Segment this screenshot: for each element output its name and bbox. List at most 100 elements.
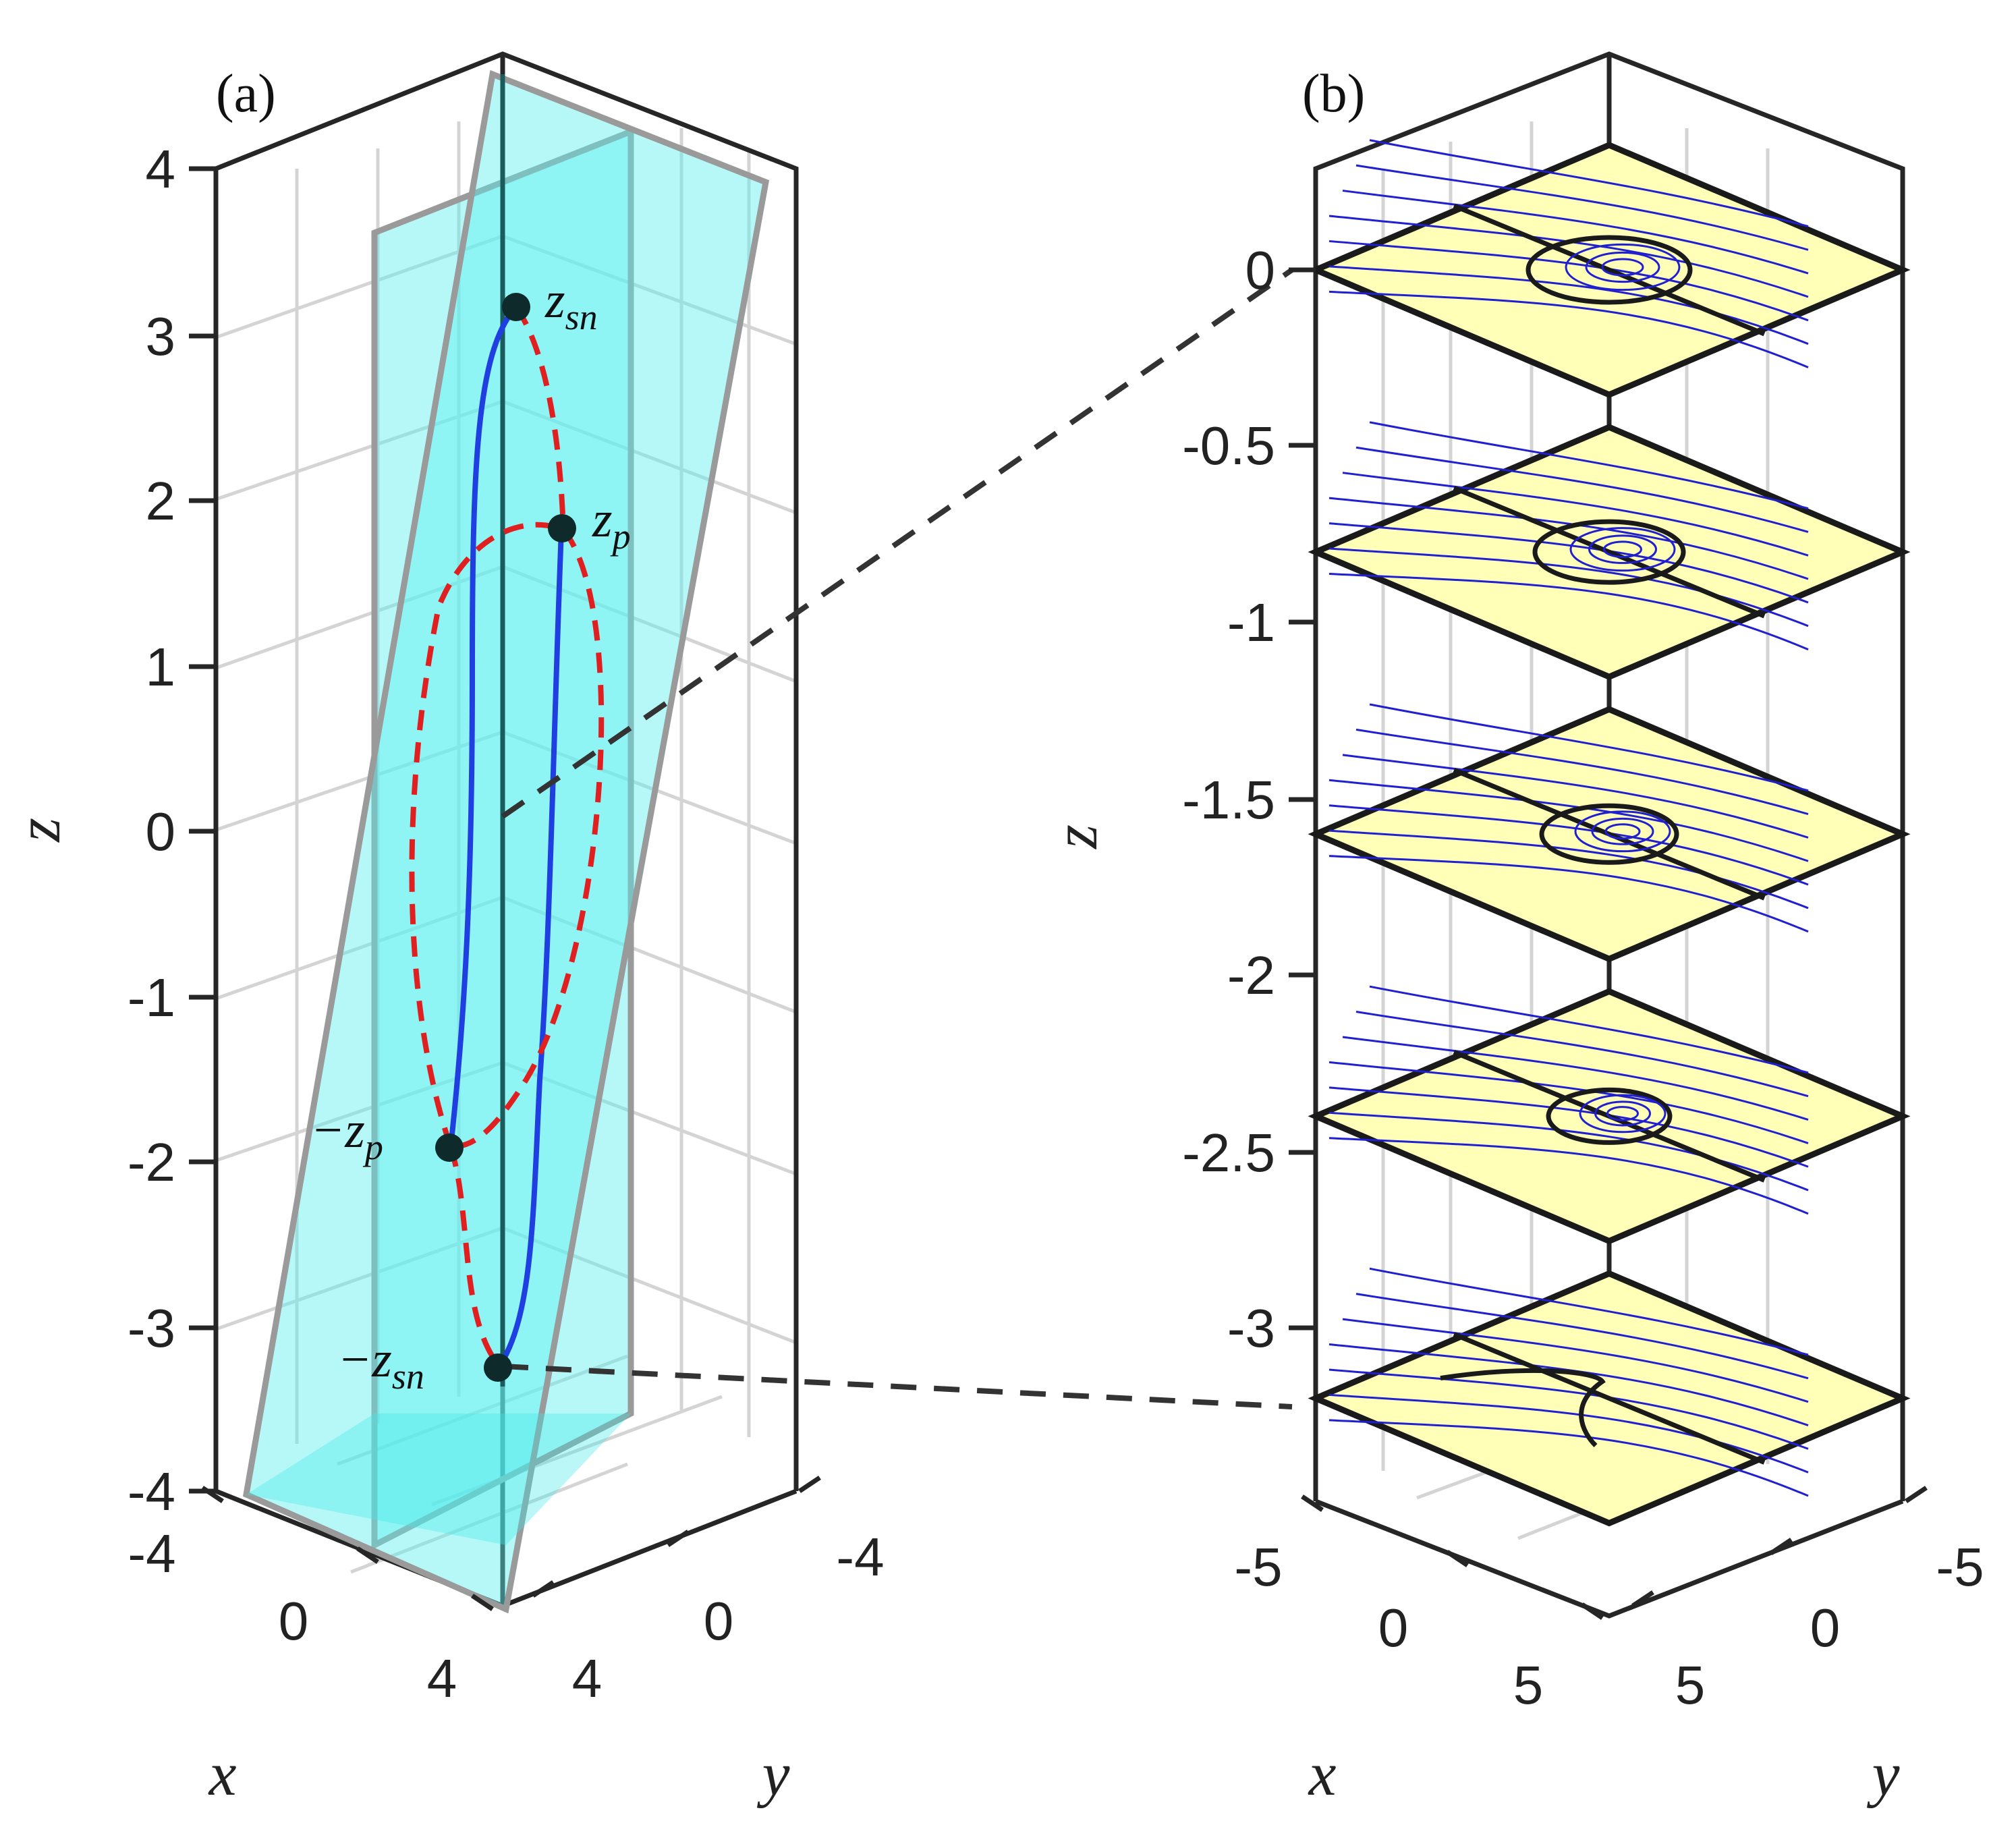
panel-a-xy-tickmarks: [201, 1476, 821, 1611]
vortex-streamline: [1565, 243, 1681, 291]
label-zp: zp: [592, 491, 631, 557]
streamline: [1369, 703, 1809, 792]
y-tick: -4: [836, 1527, 884, 1587]
streamline: [1355, 1011, 1809, 1098]
panel-a-label: (a): [216, 64, 276, 123]
vortex-streamline: [1579, 1094, 1667, 1134]
dashed-curve: [409, 305, 605, 1368]
y-tick: 0: [704, 1591, 734, 1651]
x-tick: 0: [279, 1591, 309, 1651]
streamline: [1342, 1036, 1809, 1121]
streamline: [1328, 1393, 1809, 1474]
solid-curve: [448, 305, 564, 1368]
streamline: [1328, 240, 1809, 322]
point-neg-zp: [435, 1134, 464, 1162]
streamline: [1342, 190, 1809, 275]
connector-zero: [501, 267, 1294, 819]
z-tick: 0: [146, 802, 176, 862]
streamline: [1369, 139, 1809, 227]
y-axis-label: y: [1867, 1739, 1900, 1808]
vortex-streamline: [1591, 817, 1654, 845]
z-tick: 3: [146, 306, 176, 366]
streamline: [1328, 1111, 1809, 1192]
streamline: [1328, 572, 1809, 651]
x-tick: 5: [1513, 1655, 1544, 1715]
separatrix: [1453, 1332, 1766, 1465]
y-tick: 0: [1810, 1598, 1841, 1658]
x-tick: 0: [1378, 1598, 1409, 1658]
z-tick: -4: [128, 1461, 175, 1521]
vortex-ring: [1532, 519, 1686, 585]
streamline: [1328, 829, 1809, 910]
z-tick: -3: [1227, 1298, 1275, 1358]
z-axis-label: z: [1041, 824, 1110, 850]
panel-b: 0 -0.5 -1 -1.5 -2 -2.5 -3 z -5 0 5 -5 0 …: [1041, 51, 1984, 1808]
contour-slice: [1308, 1267, 1911, 1527]
contour-slice: [1308, 139, 1911, 398]
z-tick: 2: [146, 471, 176, 531]
point-zsn: [502, 293, 530, 321]
z-tick: -2: [128, 1132, 175, 1192]
streamline: [1328, 1086, 1809, 1168]
streamline: [1342, 754, 1809, 839]
point-zp: [548, 514, 576, 542]
panel-a-z-tickmarks: [189, 166, 216, 1494]
z-tick: -2: [1227, 945, 1275, 1005]
vortex-streamline: [1574, 810, 1671, 853]
separatrix: [1440, 1368, 1606, 1448]
streamline: [1355, 1293, 1809, 1380]
panel-a: zsn zp −zp −zsn -4 -3 -2 -1 0 1 2 3 4 z …: [4, 51, 1294, 1808]
panel-b-z-tickmarks: [1289, 267, 1316, 1331]
streamline: [1328, 215, 1809, 298]
label-neg-zsn: −zsn: [337, 1331, 424, 1397]
contour-slice: [1308, 703, 1911, 963]
vortex-ring: [1525, 235, 1693, 305]
streamline: [1369, 985, 1809, 1074]
streamline: [1355, 164, 1809, 251]
label-zsn: zsn: [544, 272, 598, 337]
streamline: [1369, 421, 1809, 510]
panel-b-z-ticklabels: 0 -0.5 -1 -1.5 -2 -2.5 -3: [1182, 240, 1275, 1358]
streamline: [1342, 472, 1809, 557]
y-tick: 4: [572, 1648, 603, 1708]
streamline: [1328, 522, 1809, 604]
panel-a-z-ticklabels: -4 -3 -2 -1 0 1 2 3 4: [128, 139, 175, 1521]
x-tick: -5: [1234, 1537, 1282, 1597]
connector-bottom: [502, 1364, 1293, 1409]
streamline: [1328, 1137, 1809, 1215]
point-neg-zsn: [484, 1353, 512, 1382]
vortex-streamline: [1588, 534, 1657, 564]
streamline: [1328, 804, 1809, 886]
panel-b-label: (b): [1302, 64, 1365, 123]
x-axis-label: x: [1308, 1739, 1337, 1808]
separatrix: [1453, 485, 1766, 619]
contour-slice: [1308, 985, 1911, 1245]
z-tick: -2.5: [1182, 1123, 1275, 1183]
y-tick: 5: [1675, 1655, 1706, 1715]
vortex-ring: [1539, 803, 1679, 865]
slices: [1308, 139, 1911, 1527]
x-tick: -4: [128, 1523, 175, 1584]
streamline: [1355, 728, 1809, 816]
x-axis-label: x: [208, 1739, 237, 1808]
z-tick: -1.5: [1182, 770, 1275, 830]
panel-a-planes: [242, 69, 770, 1614]
z-tick: -3: [128, 1298, 175, 1358]
vortex-streamline: [1604, 823, 1641, 840]
vortex-streamline: [1601, 258, 1644, 277]
z-tick: -0.5: [1182, 416, 1275, 476]
label-neg-zp: −zp: [310, 1102, 383, 1167]
z-tick: 4: [146, 139, 176, 199]
streamline: [1328, 497, 1809, 580]
streamline: [1328, 265, 1809, 345]
streamline: [1342, 1318, 1809, 1403]
streamline: [1369, 1267, 1809, 1356]
z-tick: 1: [146, 637, 176, 697]
z-axis-label: z: [4, 818, 73, 843]
z-tick: 0: [1245, 240, 1276, 300]
y-tick: -5: [1936, 1537, 1984, 1597]
contour-slice: [1308, 421, 1911, 681]
y-axis-label: y: [757, 1739, 790, 1808]
z-tick: -1: [1227, 592, 1275, 652]
